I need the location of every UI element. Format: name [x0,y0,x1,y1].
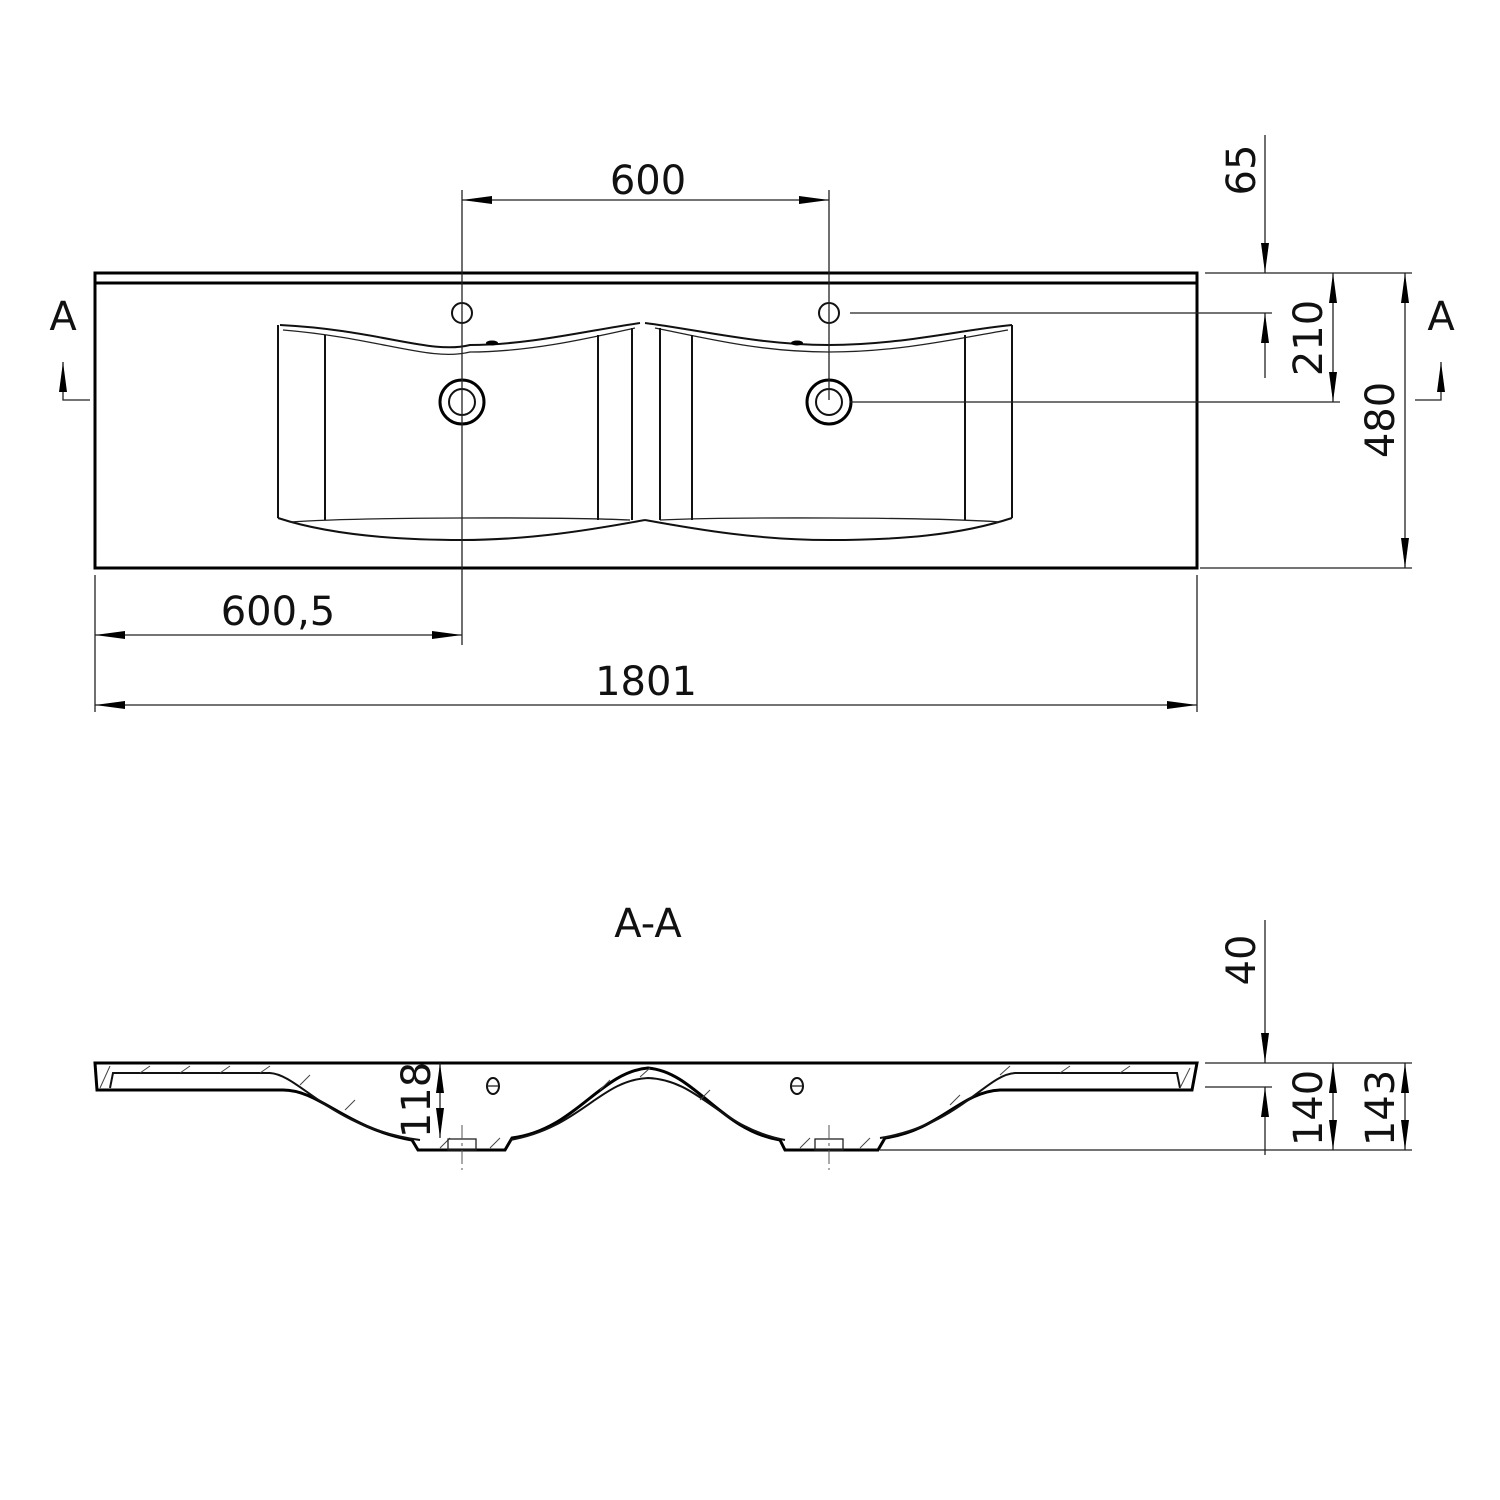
svg-text:A: A [49,294,77,340]
top-view: 600 65 210 480 600,5 1801 A A [49,135,1455,712]
dim-top-clearance: 40 [1219,935,1265,986]
dim-tap-spacing: 600 [610,158,686,204]
section-hatching [99,1065,1191,1149]
dim-depth: 480 [1358,382,1404,458]
section-outline [93,1061,1199,1152]
dim-first-drain: 600,5 [221,589,336,635]
section-view: A-A 118 [93,901,1412,1170]
dim-height-143: 143 [1358,1070,1404,1146]
svg-text:A: A [1427,294,1455,340]
dim-drain-offset: 210 [1286,300,1332,376]
overflow-hole-right [790,1077,804,1095]
section-marker-right: A [1415,294,1455,401]
countertop-outline [93,271,1199,570]
dim-total-width: 1801 [595,659,697,705]
dim-basin-depth: 118 [394,1062,440,1138]
dim-tap-offset: 65 [1219,145,1265,196]
dim-height-140: 140 [1286,1070,1332,1146]
section-marker-left: A [49,294,90,401]
section-title: A-A [614,901,682,947]
overflow-hole-left [486,1077,500,1095]
